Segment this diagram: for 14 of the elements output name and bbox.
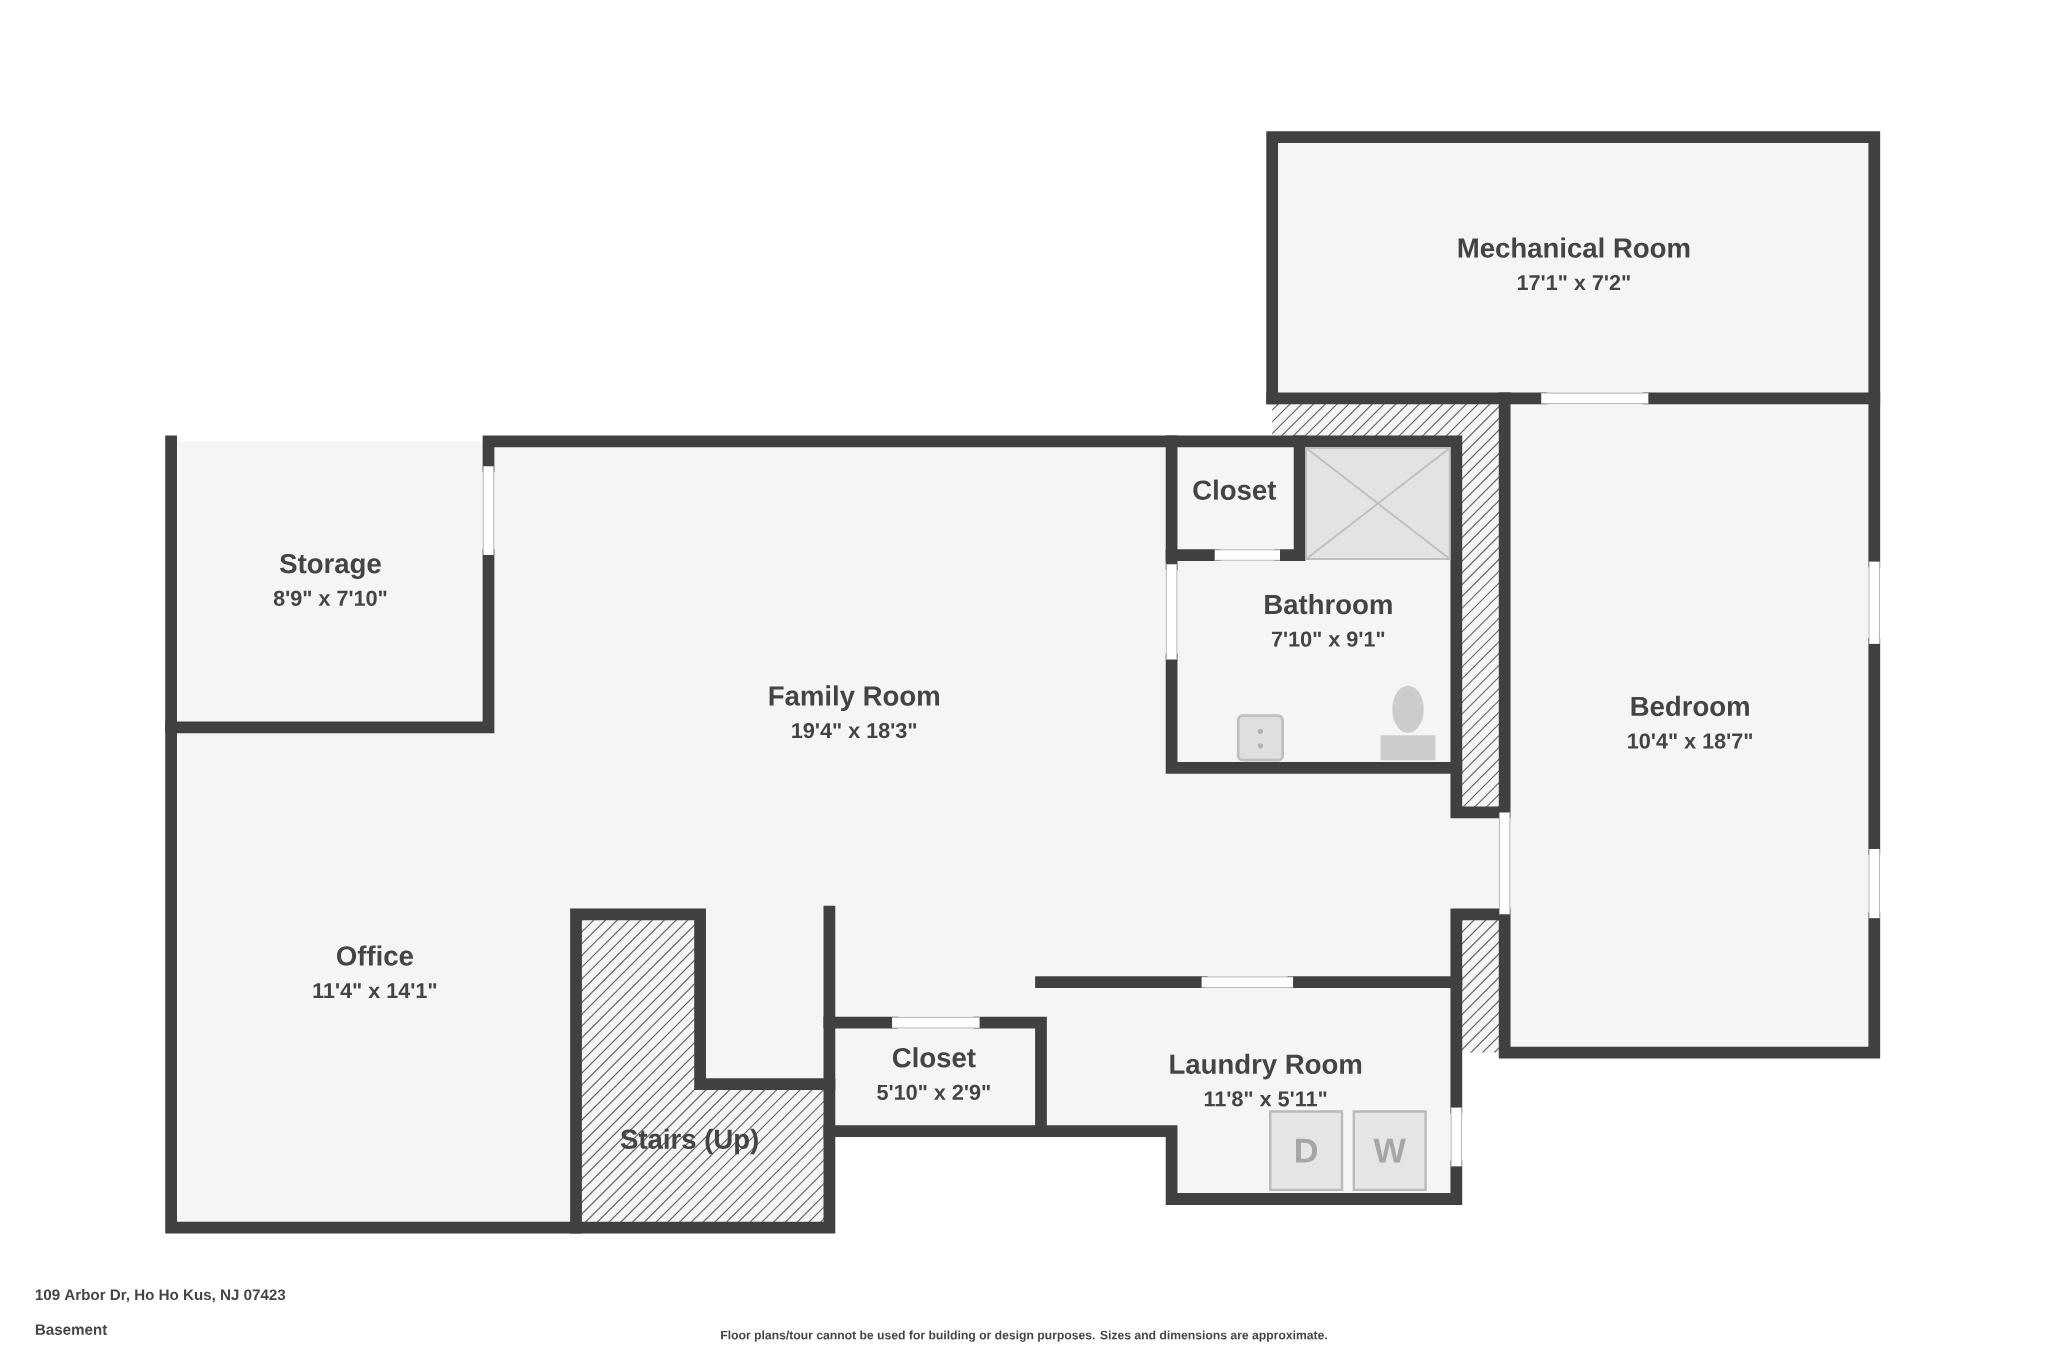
room-label: Office 11'4" x 14'1": [313, 945, 437, 999]
room-label: Mechanical Room 17'1" x 7'2": [1458, 237, 1690, 291]
room-label: Family Room 19'4" x 18'3": [769, 685, 939, 739]
appliance-box: W: [1352, 1110, 1427, 1192]
appliance-box: D: [1269, 1110, 1344, 1192]
room-label: Laundry Room 11'8" x 5'11": [1170, 1053, 1362, 1107]
room-label: Storage 8'9" x 7'10": [273, 553, 387, 606]
room-label: Bathroom 7'10" x 9'1": [1265, 594, 1392, 647]
room-label: Closet 5'10" x 2'9": [877, 1047, 990, 1101]
address-text: 109 Arbor Dr, Ho Ho Kus, NJ 07423: [35, 1289, 286, 1303]
disclaimer-text: Floor plans/tour cannot be used for building or design purposes. Sizes and dimensions are approximate.: [721, 1330, 1327, 1342]
room-label: Closet: [1193, 479, 1277, 500]
room-label: Bedroom 10'4" x 18'7": [1628, 695, 1752, 749]
floor-label: Basement: [35, 1324, 108, 1335]
